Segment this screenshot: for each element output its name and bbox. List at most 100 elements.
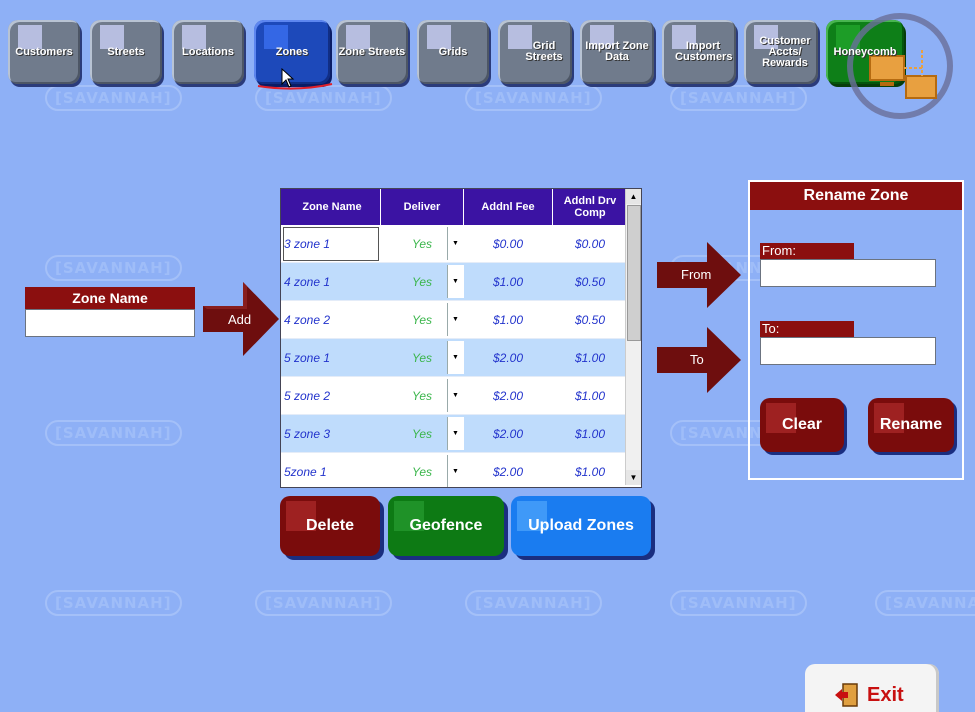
arrow-right-icon: [203, 282, 279, 356]
zone-name-cell[interactable]: 5zone 1: [281, 452, 381, 487]
zone-name-cell[interactable]: 3 zone 1: [281, 225, 381, 263]
deliver-cell[interactable]: Yes ▼: [380, 452, 464, 487]
button-shine: [394, 501, 424, 531]
deliver-value: Yes: [411, 464, 432, 479]
dropdown-arrow-icon[interactable]: ▼: [446, 227, 464, 260]
zone-name-cell[interactable]: 4 zone 1: [281, 262, 381, 301]
deliver-value: Yes: [411, 426, 432, 441]
mouse-cursor-icon: [281, 68, 295, 88]
column-header-addnl-drv-comp[interactable]: Addnl Drv Comp: [552, 189, 628, 225]
tab-customers[interactable]: Customers: [8, 20, 80, 84]
table-row[interactable]: 5 zone 2 Yes▼ $2.00 $1.00: [281, 376, 628, 415]
dropdown-arrow-icon[interactable]: ▼: [446, 379, 464, 412]
tab-streets[interactable]: Streets: [90, 20, 162, 84]
deliver-value: Yes: [411, 274, 432, 289]
rename-to-label: To:: [760, 321, 854, 337]
fee-cell[interactable]: $2.00: [463, 376, 553, 415]
deliver-cell[interactable]: Yes ▼: [380, 414, 464, 453]
watermark: [SAVANNAH]: [45, 255, 182, 281]
fee-cell[interactable]: $2.00: [463, 414, 553, 453]
from-arrow-label: From: [681, 267, 712, 282]
deliver-cell[interactable]: Yes ▼: [380, 300, 464, 339]
drv-comp-cell[interactable]: $1.00: [552, 452, 628, 487]
rename-to-input[interactable]: [760, 337, 936, 365]
fee-cell[interactable]: $2.00: [463, 452, 553, 487]
tab-label: Import Customers: [675, 40, 733, 63]
rename-from-input[interactable]: [760, 259, 936, 287]
tab-label: Honeycomb: [833, 45, 897, 58]
watermark: [SAVANNAH]: [465, 590, 602, 616]
table-row[interactable]: 5zone 1 Yes ▼ $2.00 $1.00: [281, 452, 628, 487]
button-shine: [874, 403, 904, 433]
deliver-cell[interactable]: Yes▼: [380, 338, 464, 377]
drv-comp-cell[interactable]: $0.00: [552, 225, 628, 263]
dropdown-arrow-icon[interactable]: ▼: [446, 341, 464, 374]
scroll-down-icon[interactable]: ▼: [626, 470, 641, 485]
watermark: [SAVANNAH]: [670, 85, 807, 111]
network-monitor-icon: [847, 13, 953, 119]
tab-grids[interactable]: Grids: [417, 20, 489, 84]
tab-zone-streets[interactable]: Zone Streets: [336, 20, 408, 84]
deliver-value: Yes: [411, 236, 432, 251]
drv-comp-cell[interactable]: $1.00: [552, 414, 628, 453]
exit-label: Exit: [867, 684, 904, 706]
tab-locations[interactable]: Locations: [172, 20, 244, 84]
add-arrow-button[interactable]: Add: [203, 282, 279, 356]
scroll-up-icon[interactable]: ▲: [626, 189, 641, 204]
table-row[interactable]: 5 zone 1 Yes▼ $2.00 $1.00: [281, 338, 628, 377]
table-row[interactable]: 3 zone 1 Yes ▼ $0.00 $0.00: [281, 225, 628, 263]
dropdown-arrow-icon[interactable]: ▼: [446, 455, 464, 487]
table-row[interactable]: 5 zone 3 Yes ▼ $2.00 $1.00: [281, 414, 628, 453]
dropdown-arrow-icon[interactable]: ▼: [446, 417, 464, 450]
geofence-button[interactable]: Geofence: [388, 496, 504, 556]
watermark: [SAVANNAH]: [45, 420, 182, 446]
deliver-cell[interactable]: Yes▼: [380, 376, 464, 415]
dropdown-arrow-icon[interactable]: ▼: [446, 303, 464, 336]
upload-zones-button[interactable]: Upload Zones: [511, 496, 651, 556]
zone-name-input[interactable]: [25, 309, 195, 337]
zone-name-cell[interactable]: 5 zone 3: [281, 414, 381, 453]
tab-grid-streets[interactable]: Grid Streets: [498, 20, 572, 84]
column-header-zone-name[interactable]: Zone Name: [281, 189, 381, 225]
drv-comp-cell[interactable]: $0.50: [552, 300, 628, 339]
tab-import-zone-data[interactable]: Import Zone Data: [580, 20, 654, 84]
zones-grid[interactable]: Zone Name Deliver Addnl Fee Addnl Drv Co…: [280, 188, 642, 488]
dropdown-arrow-icon[interactable]: ▼: [446, 265, 464, 298]
watermark: [SAVANNAH]: [875, 590, 975, 616]
tab-label: Zones: [275, 45, 309, 58]
rename-from-label: From:: [760, 243, 854, 259]
tab-label: Grids: [438, 45, 468, 58]
table-row[interactable]: 4 zone 1 Yes ▼ $1.00 $0.50: [281, 262, 628, 301]
tab-label: Customer Accts/ Rewards: [759, 34, 811, 69]
deliver-cell[interactable]: Yes ▼: [380, 225, 464, 263]
zone-name-cell[interactable]: 5 zone 2: [281, 376, 381, 415]
fee-cell[interactable]: $1.00: [463, 300, 553, 339]
delete-button[interactable]: Delete: [280, 496, 380, 556]
fee-cell[interactable]: $0.00: [463, 225, 553, 263]
zone-name-cell[interactable]: 5 zone 1: [281, 338, 381, 377]
tab-zones[interactable]: Zones: [254, 20, 330, 84]
to-arrow-button[interactable]: To: [657, 327, 741, 393]
fee-cell[interactable]: $2.00: [463, 338, 553, 377]
fee-cell[interactable]: $1.00: [463, 262, 553, 301]
arrow-right-icon: [657, 242, 741, 308]
column-header-addnl-fee[interactable]: Addnl Fee: [463, 189, 553, 225]
column-header-deliver[interactable]: Deliver: [380, 189, 464, 225]
table-row[interactable]: 4 zone 2 Yes ▼ $1.00 $0.50: [281, 300, 628, 339]
drv-comp-cell[interactable]: $1.00: [552, 376, 628, 415]
drv-comp-cell[interactable]: $0.50: [552, 262, 628, 301]
rename-button[interactable]: Rename: [868, 398, 954, 452]
exit-button[interactable]: Exit: [805, 664, 939, 712]
tab-customer-accts-rewards[interactable]: Customer Accts/ Rewards: [744, 20, 818, 84]
deliver-value: Yes: [411, 312, 432, 327]
scroll-thumb[interactable]: [627, 205, 641, 341]
clear-label: Clear: [781, 416, 823, 433]
clear-button[interactable]: Clear: [760, 398, 844, 452]
grid-scrollbar[interactable]: ▲ ▼: [625, 189, 641, 485]
from-arrow-button[interactable]: From: [657, 242, 741, 308]
deliver-cell[interactable]: Yes ▼: [380, 262, 464, 301]
drv-comp-cell[interactable]: $1.00: [552, 338, 628, 377]
tab-import-customers[interactable]: Import Customers: [662, 20, 736, 84]
zone-name-cell[interactable]: 4 zone 2: [281, 300, 381, 339]
watermark: [SAVANNAH]: [45, 590, 182, 616]
